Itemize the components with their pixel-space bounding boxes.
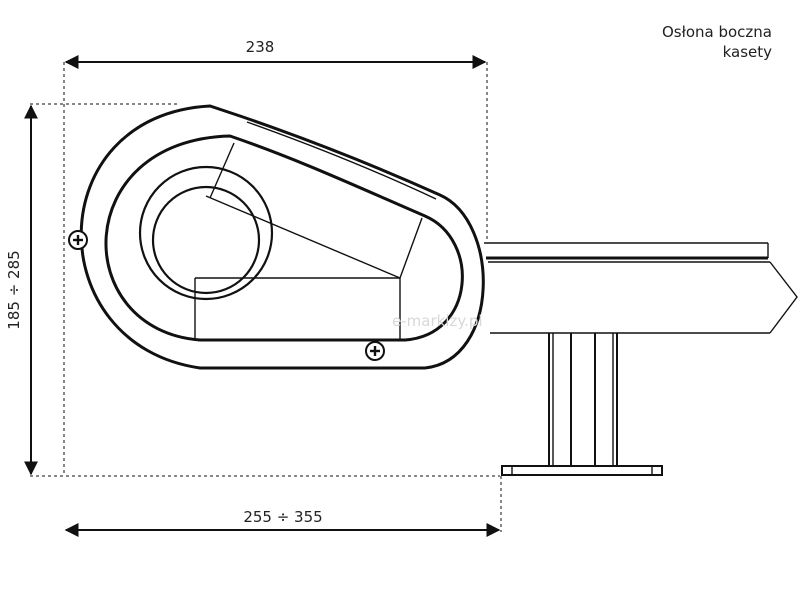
caption-line-1: Osłona boczna <box>661 23 772 41</box>
dimension-bottom-label: 255 ÷ 355 <box>243 508 322 526</box>
caption-line-2: kasety <box>722 43 772 61</box>
dimension-height-label: 185 ÷ 285 <box>5 250 23 329</box>
caption: Osłona boczna kasety <box>662 22 772 62</box>
screw-icon <box>68 230 88 250</box>
screw-icon <box>365 341 385 361</box>
dimension-height: 185 ÷ 285 <box>5 104 38 476</box>
dimension-top-label: 238 <box>246 38 275 56</box>
dimension-bottom: 255 ÷ 355 <box>64 508 501 537</box>
watermark: e-markizy.pl <box>392 312 483 330</box>
support-profile <box>484 242 798 334</box>
dimension-top: 238 <box>64 38 487 69</box>
wall-bracket <box>501 333 663 476</box>
cassette-housing <box>79 104 485 370</box>
roller-tube <box>138 165 274 301</box>
extension-lines <box>30 62 502 532</box>
inner-profile <box>194 142 423 340</box>
